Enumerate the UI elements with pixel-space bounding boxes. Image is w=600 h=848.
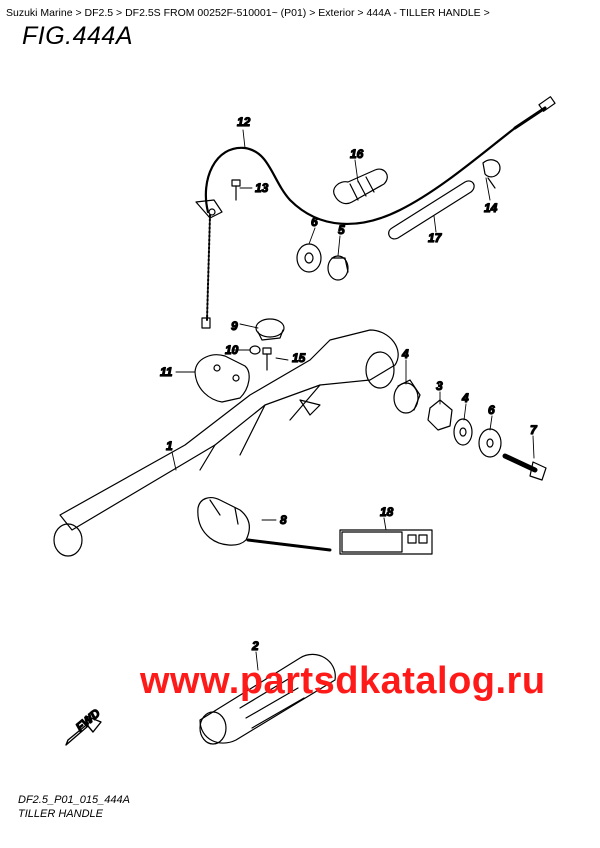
part-4-bush-top[interactable] bbox=[327, 255, 349, 281]
callout-18[interactable]: 18 bbox=[379, 504, 394, 519]
watermark-text: www.partsdkatalog.ru bbox=[140, 660, 546, 702]
callout-6-top[interactable]: 6 bbox=[310, 214, 318, 229]
figure-title: FIG.444A bbox=[22, 22, 133, 50]
breadcrumb-separator: > bbox=[309, 7, 316, 19]
callout-7[interactable]: 7 bbox=[529, 422, 538, 437]
part-8-knob[interactable] bbox=[255, 318, 285, 341]
part-3-spacer[interactable] bbox=[427, 399, 453, 431]
callout-11[interactable]: 11 bbox=[159, 364, 173, 379]
part-15-bolt[interactable] bbox=[262, 347, 272, 371]
figure-name: TILLER HANDLE bbox=[18, 808, 103, 820]
part-11-bracket[interactable] bbox=[194, 354, 250, 403]
part-1-tiller-handle[interactable] bbox=[53, 329, 399, 557]
breadcrumb-link-model[interactable]: DF2.5S FROM 00252F-510001~ (P01) bbox=[125, 7, 307, 19]
callout-10[interactable]: 8 bbox=[279, 512, 287, 527]
part-18-label[interactable] bbox=[339, 529, 433, 555]
part-6-washer-top[interactable] bbox=[296, 243, 322, 273]
figure-code: DF2.5_P01_015_444A bbox=[18, 794, 130, 806]
breadcrumb-separator: > bbox=[75, 7, 82, 19]
breadcrumb: Suzuki Marine > DF2.5 > DF2.5S FROM 0025… bbox=[6, 7, 490, 19]
callout-15[interactable]: 15 bbox=[291, 350, 306, 365]
leader-lines bbox=[171, 129, 535, 671]
callout-3[interactable]: 3 bbox=[435, 378, 443, 393]
fwd-label: FWD bbox=[73, 706, 103, 735]
breadcrumb-separator: > bbox=[357, 7, 364, 19]
part-16-grip-sleeve[interactable] bbox=[333, 168, 388, 205]
callout-6[interactable]: 6 bbox=[487, 402, 495, 417]
callout-1[interactable]: 1 bbox=[165, 438, 173, 453]
part-13-bolt[interactable] bbox=[231, 179, 241, 201]
part-6-washer[interactable] bbox=[478, 428, 502, 458]
callout-12[interactable]: 12 bbox=[236, 114, 251, 129]
callout-9[interactable]: 10 bbox=[224, 342, 239, 357]
fwd-arrow-icon: FWD bbox=[65, 705, 104, 746]
breadcrumb-link-df25[interactable]: DF2.5 bbox=[84, 7, 114, 19]
part-4-washer[interactable] bbox=[453, 418, 473, 446]
part-10-lower-bracket[interactable] bbox=[197, 497, 250, 546]
part-17-tube[interactable] bbox=[388, 180, 475, 240]
callout-2[interactable]: 2 bbox=[250, 638, 259, 653]
part-12-throttle-cable[interactable] bbox=[195, 96, 556, 329]
callout-5[interactable]: 4 bbox=[400, 346, 409, 361]
callout-4-top[interactable]: 5 bbox=[337, 222, 345, 237]
breadcrumb-link-exterior[interactable]: Exterior bbox=[318, 7, 355, 19]
callout-14[interactable]: 14 bbox=[483, 200, 498, 215]
part-7-bolt[interactable] bbox=[502, 453, 547, 481]
breadcrumb-current: 444A - TILLER HANDLE bbox=[366, 7, 481, 19]
part-14-clip[interactable] bbox=[482, 159, 501, 189]
callout-13[interactable]: 13 bbox=[254, 180, 269, 195]
callout-4[interactable]: 4 bbox=[460, 390, 469, 405]
breadcrumb-separator: > bbox=[116, 7, 123, 19]
part-5-bush[interactable] bbox=[393, 379, 421, 414]
callout-17[interactable]: 17 bbox=[427, 230, 443, 245]
breadcrumb-link-suzuki-marine[interactable]: Suzuki Marine bbox=[6, 7, 73, 19]
part-9-washer[interactable] bbox=[249, 345, 261, 355]
callout-16[interactable]: 16 bbox=[349, 146, 364, 161]
callout-8[interactable]: 9 bbox=[230, 318, 238, 333]
breadcrumb-separator: > bbox=[483, 7, 490, 19]
part-2-grip[interactable] bbox=[199, 653, 336, 745]
